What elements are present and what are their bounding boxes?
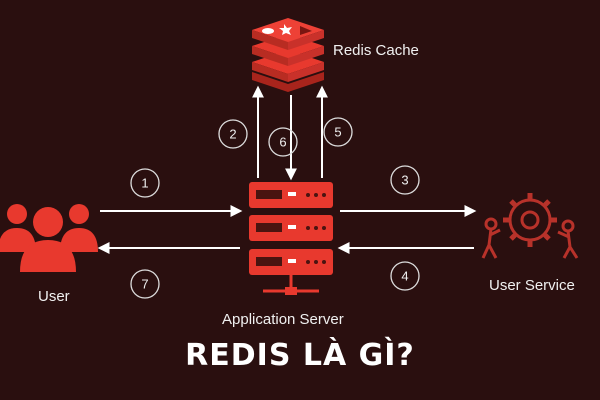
step-label: 3 [401, 173, 408, 188]
step-markers [130, 117, 420, 299]
redis-logo-icon [252, 18, 324, 92]
flow-arrows [97, 85, 477, 254]
user-service-label: User Service [489, 277, 575, 294]
gears-workers-icon [481, 193, 579, 259]
step-label: 5 [334, 125, 341, 140]
step-label: 1 [141, 176, 148, 191]
application-server-label: Application Server [222, 311, 344, 328]
user-label: User [38, 288, 70, 305]
step-label: 4 [401, 269, 408, 284]
step-label: 6 [279, 135, 286, 150]
page-title: REDIS LÀ GÌ? [185, 338, 415, 373]
step-label: 7 [141, 277, 148, 292]
users-group-icon [0, 204, 98, 272]
server-rack-icon [249, 182, 333, 295]
redis-cache-label: Redis Cache [333, 42, 419, 59]
step-label: 2 [229, 127, 236, 142]
